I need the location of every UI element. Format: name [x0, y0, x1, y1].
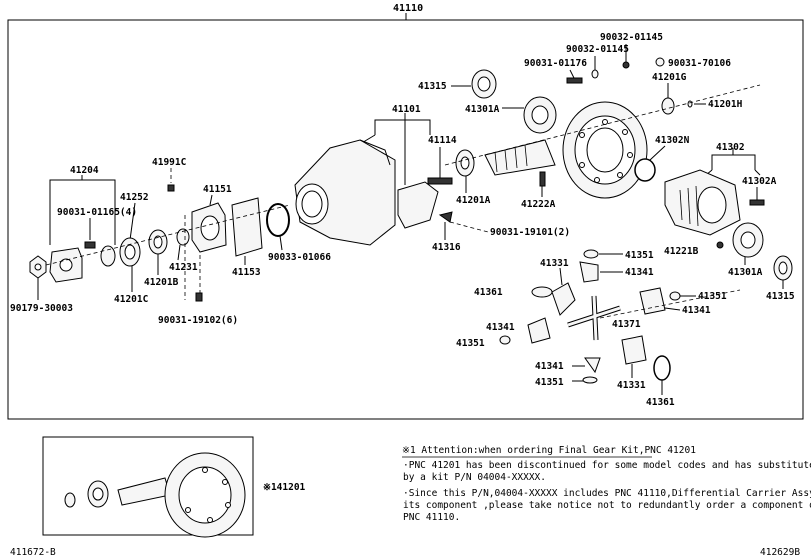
footer-right-code: 412629B: [760, 547, 800, 558]
label-41341-b[interactable]: 41341: [682, 305, 711, 316]
attention-line-4: its component ,please take notice not to…: [403, 500, 811, 511]
bolt-41222A: [539, 171, 546, 187]
label-41204[interactable]: 41204: [70, 165, 99, 176]
washer-90032-a: [622, 61, 630, 69]
washer-41351-c: [499, 335, 511, 345]
label-41302A[interactable]: 41302A: [742, 176, 777, 187]
label-41301A-bottom[interactable]: 41301A: [728, 267, 763, 278]
washer-41361-b: [653, 355, 671, 381]
label-41221B[interactable]: 41221B: [664, 246, 699, 257]
label-41351-a[interactable]: 41351: [625, 250, 654, 261]
washer-41351-a: [583, 249, 599, 259]
bolt-90031-19102: [195, 292, 203, 302]
spacer-41231: [176, 228, 190, 246]
label-41361-b[interactable]: 41361: [646, 397, 675, 408]
attention-line-5: PNC 41110.: [403, 512, 460, 523]
side-gear-41341-a: [579, 261, 599, 283]
pinion-gear-41341-c: [527, 317, 551, 344]
attention-line-3: ·Since this P/N,04004-XXXXX includes PNC…: [403, 488, 811, 499]
bearing-cap: [397, 181, 439, 229]
label-41351-c[interactable]: 41351: [456, 338, 485, 349]
side-gear-41331-b: [621, 335, 647, 365]
label-41315-bottom[interactable]: 41315: [766, 291, 795, 302]
label-41201C[interactable]: 41201C: [114, 294, 149, 305]
gasket-41153: [231, 197, 263, 257]
label-41231[interactable]: 41231: [169, 262, 198, 273]
pin-41221B: [716, 241, 724, 249]
washer-41302N: [634, 158, 656, 182]
label-41222A[interactable]: 41222A: [521, 199, 556, 210]
label-41201B[interactable]: 41201B: [144, 277, 179, 288]
label-41331-b[interactable]: 41331: [617, 380, 646, 391]
label-41201A[interactable]: 41201A: [456, 195, 491, 206]
plug-41991C: [167, 184, 175, 192]
label-41316[interactable]: 41316: [432, 242, 461, 253]
label-90031-19102[interactable]: 90031-19102(6): [158, 315, 238, 326]
label-41341-d[interactable]: 41341: [535, 361, 564, 372]
bolt-90031-01176: [566, 77, 583, 84]
label-41201H[interactable]: 41201H: [708, 99, 743, 110]
bolt-90031-01165: [84, 241, 96, 249]
bolt-41302A: [749, 199, 765, 206]
label-41201G[interactable]: 41201G: [652, 72, 687, 83]
pinion-gear-41341-b: [639, 287, 666, 315]
nut-90031-70106: [655, 57, 665, 67]
label-41301A-top[interactable]: 41301A: [465, 104, 500, 115]
label-41361-a[interactable]: 41361: [474, 287, 503, 298]
bolt-41114: [427, 177, 453, 185]
label-90031-01165[interactable]: 90031-01165(4): [57, 207, 137, 218]
attention-line-1: ·PNC 41201 has been discontinued for som…: [403, 460, 811, 471]
part-41201H: [687, 100, 693, 108]
assembly-label[interactable]: 41110: [393, 3, 423, 14]
label-41371[interactable]: 41371: [612, 319, 641, 330]
o-ring-90033: [266, 203, 290, 237]
kit-illustration: [64, 452, 246, 538]
label-41151[interactable]: 41151: [203, 184, 232, 195]
label-41341-a[interactable]: 41341: [625, 267, 654, 278]
bearing-41201G: [661, 97, 675, 115]
pinion-gear-41341-d: [584, 357, 601, 374]
label-41302N[interactable]: 41302N: [655, 135, 690, 146]
side-gear-41331-a: [551, 282, 576, 316]
washer-41351-d: [582, 376, 598, 384]
label-41341-c[interactable]: 41341: [486, 322, 515, 333]
label-90031-70106[interactable]: 90031-70106: [668, 58, 731, 69]
label-41351-d[interactable]: 41351: [535, 377, 564, 388]
washer-41351-b: [669, 291, 681, 301]
label-41315-top[interactable]: 41315: [418, 81, 447, 92]
label-90032-01145-b[interactable]: 90032-01145: [566, 44, 629, 55]
footer-left-code: 411672-B: [10, 547, 56, 558]
attention-title: ※1 Attention:when ordering Final Gear Ki…: [402, 445, 696, 456]
label-90031-01176[interactable]: 90031-01176: [524, 58, 587, 69]
label-41351-b[interactable]: 41351: [698, 291, 727, 302]
washer-41361-a: [531, 286, 553, 298]
label-90033-01066[interactable]: 90033-01066: [268, 252, 331, 263]
attention-line-2: by a kit P/N 04004-XXXXX.: [403, 472, 546, 483]
label-41331-a[interactable]: 41331: [540, 258, 569, 269]
label-90179-30003[interactable]: 90179-30003: [10, 303, 73, 314]
label-41153[interactable]: 41153: [232, 267, 261, 278]
label-41302[interactable]: 41302: [716, 142, 745, 153]
label-41252[interactable]: 41252: [120, 192, 149, 203]
label-90031-19101[interactable]: 90031-19101(2): [490, 227, 570, 238]
label-41101[interactable]: 41101: [392, 104, 421, 115]
lock-plate-41316: [438, 211, 453, 223]
kit-label[interactable]: ※141201: [263, 482, 306, 493]
label-90032-01145-a[interactable]: 90032-01145: [600, 32, 663, 43]
label-41991C[interactable]: 41991C: [152, 157, 187, 168]
washer-90032-b: [591, 69, 599, 79]
kit-box: [42, 436, 254, 536]
label-41114[interactable]: 41114: [428, 135, 457, 146]
oil-seal-41252: [100, 245, 116, 267]
